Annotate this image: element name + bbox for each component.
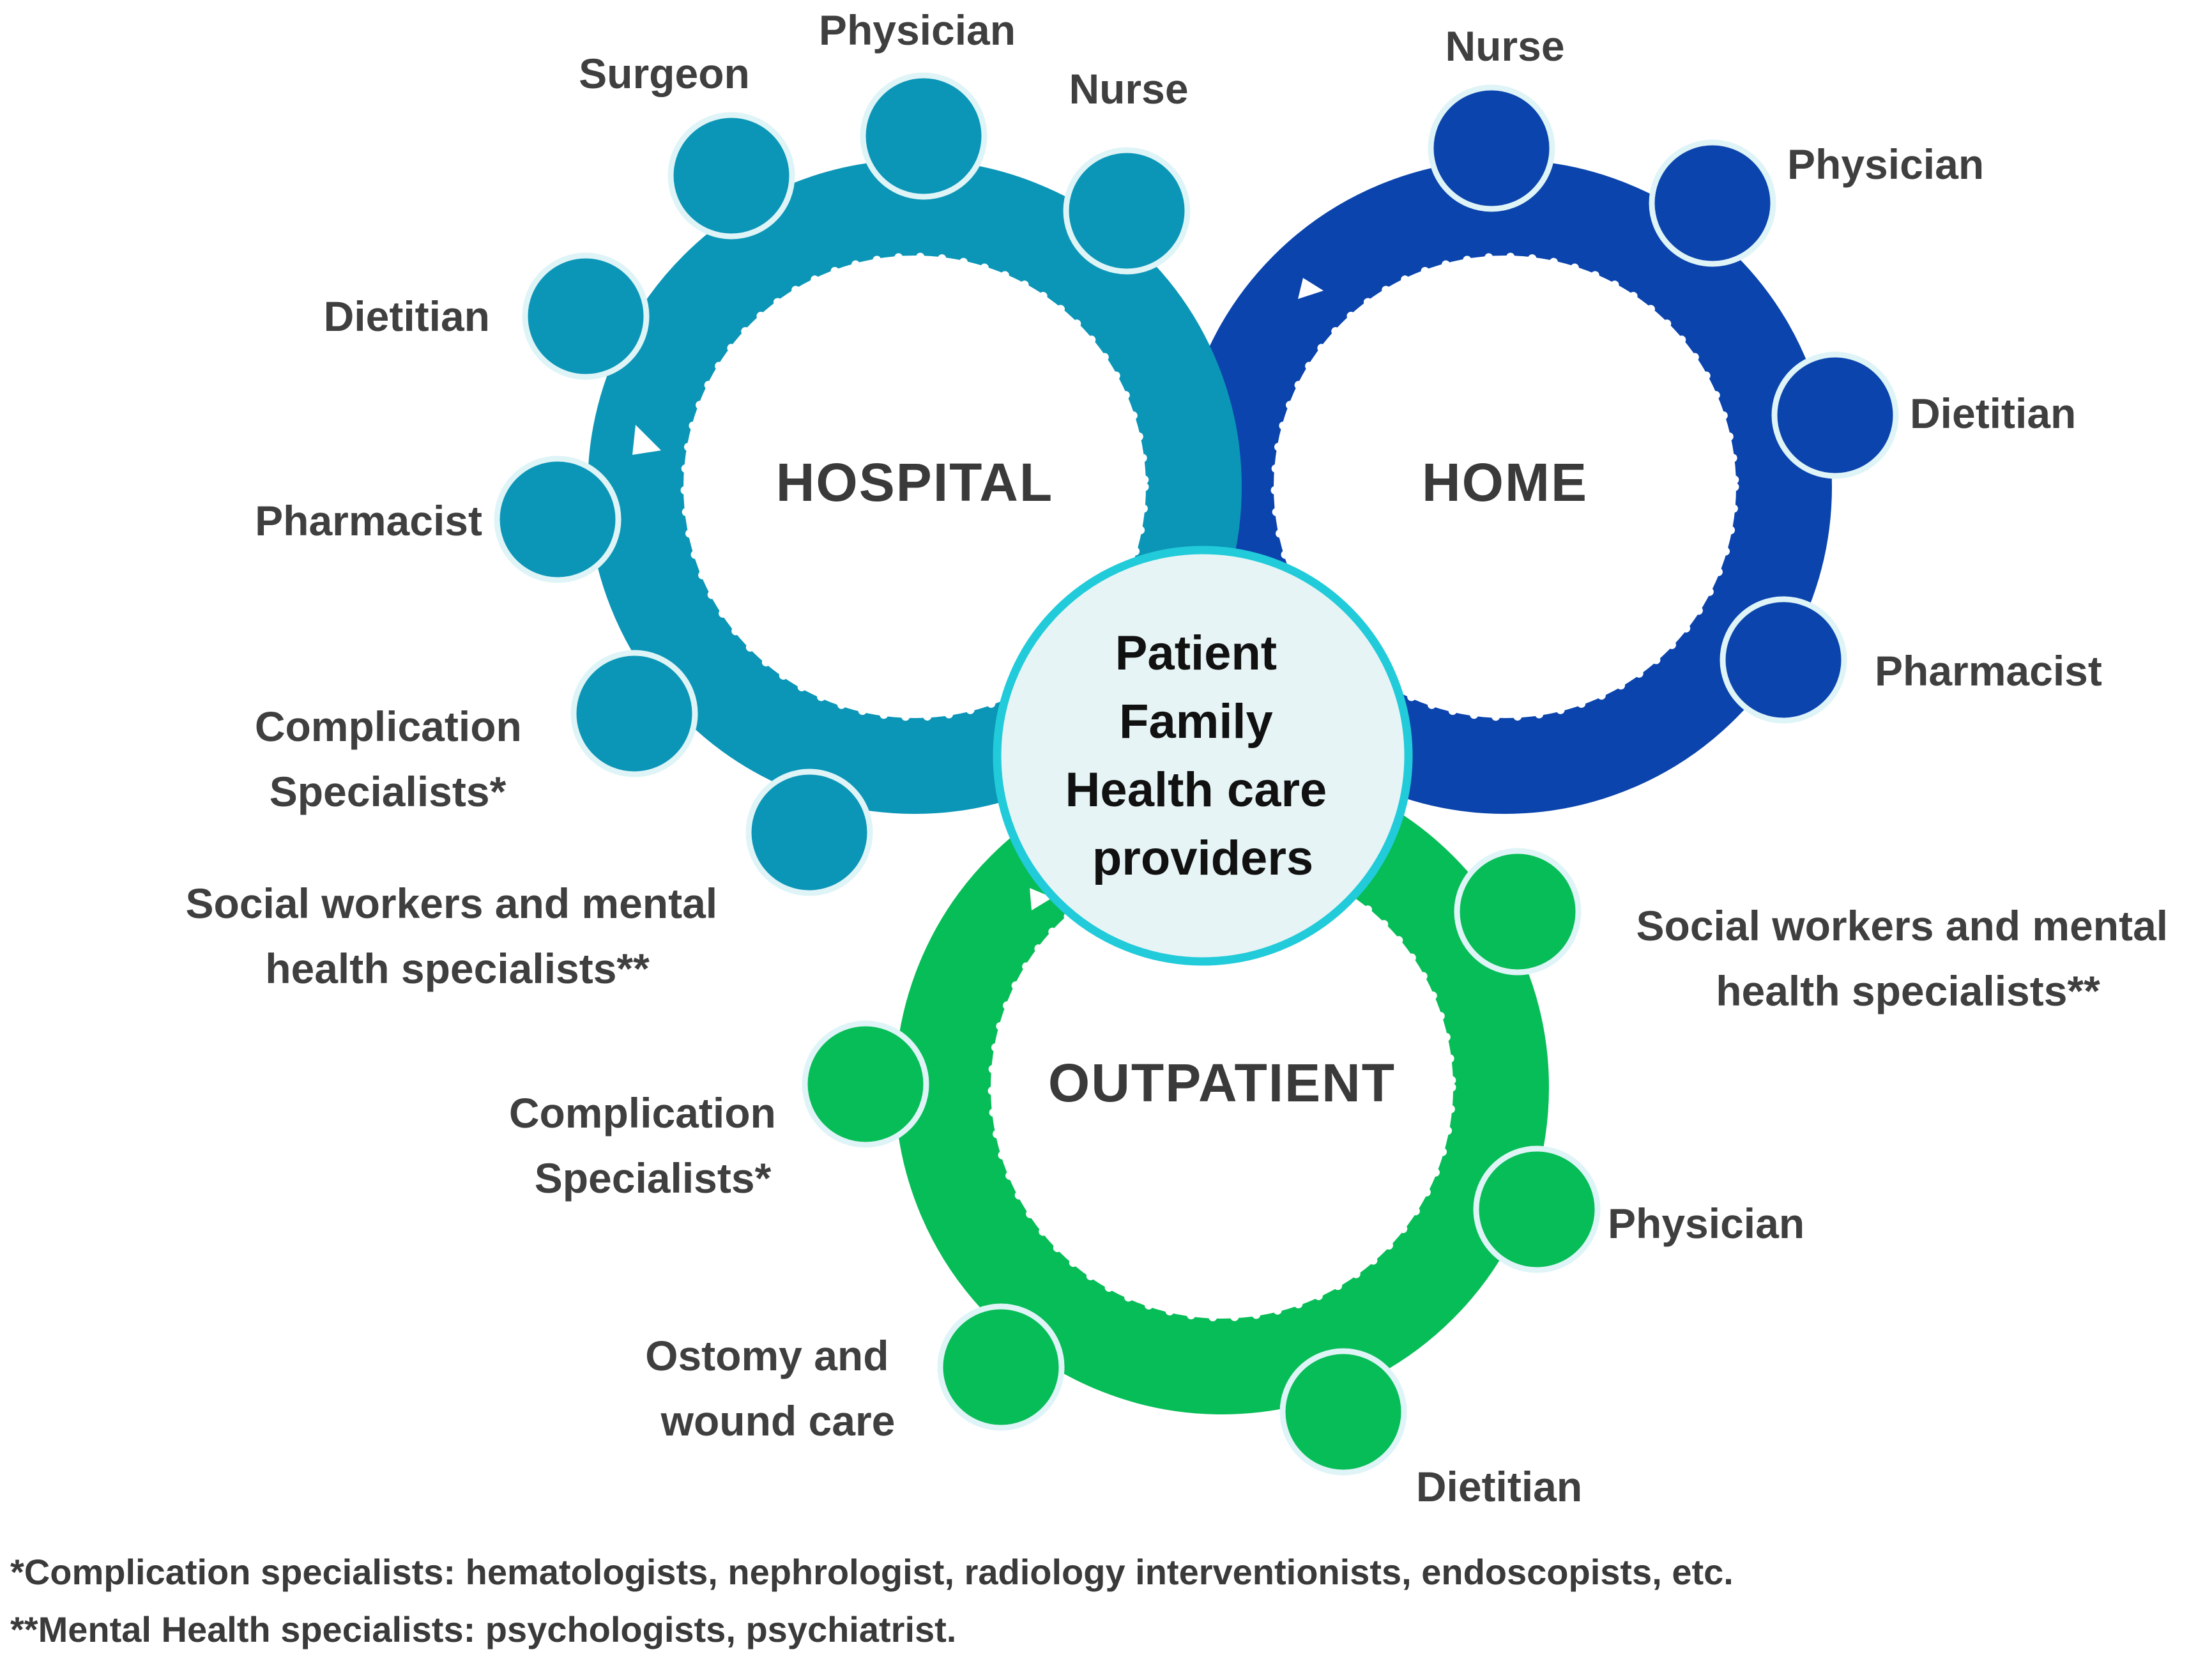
hospital-node-complication-specialists-circle: [570, 650, 698, 777]
hospital-node-physician-label: Physician: [819, 6, 1016, 54]
outpatient-node-social-workers: Social workers and mental health special…: [1454, 848, 2180, 1014]
outpatient-node-ostomy-wound-care-circle: [937, 1303, 1065, 1431]
hospital-node-surgeon-label: Surgeon: [579, 50, 750, 97]
hospital-node-social-workers-circle: [745, 769, 873, 896]
home-node-nurse: Nurse: [1428, 22, 1565, 212]
center-hub: Patient Family Health care providers: [993, 546, 1413, 966]
home-node-nurse-label: Nurse: [1445, 22, 1564, 70]
outpatient-node-physician-label: Physician: [1608, 1200, 1804, 1247]
outpatient-node-complication-specialists: Complication Specialists*: [509, 1020, 929, 1202]
hospital-node-surgeon-circle: [667, 112, 795, 240]
hospital-ring: HOSPITAL Surgeon Physician Nurse Dietiti…: [186, 6, 1242, 992]
hospital-node-physician-circle: [860, 72, 988, 200]
home-node-physician-circle: [1649, 139, 1776, 267]
hospital-node-pharmacist: Pharmacist: [255, 455, 622, 583]
hospital-node-surgeon: Surgeon: [579, 50, 795, 240]
home-ring-dots: [1270, 252, 1739, 721]
center-hub-label: Patient Family Health care providers: [1065, 626, 1341, 885]
hospital-flow-arrow: [632, 425, 661, 455]
home-node-nurse-circle: [1428, 84, 1555, 212]
hospital-node-social-workers-label: Social workers and mental health special…: [186, 880, 729, 992]
home-node-dietitian: Dietitian: [1771, 351, 2076, 479]
home-node-physician-label: Physician: [1787, 141, 1984, 188]
hospital-node-complication-specialists-label: Complication Specialists*: [255, 703, 533, 815]
home-node-pharmacist: Pharmacist: [1720, 596, 2102, 724]
hospital-node-nurse-label: Nurse: [1069, 65, 1188, 112]
footnote-complication-specialists: *Complication specialists: hematologists…: [10, 1552, 1734, 1592]
hospital-node-nurse: Nurse: [1063, 65, 1191, 275]
home-node-dietitian-circle: [1771, 351, 1899, 479]
home-flow-arrow: [1298, 278, 1323, 299]
outpatient-node-ostomy-wound-care-label: Ostomy and wound care: [645, 1332, 901, 1444]
outpatient-node-complication-specialists-circle: [802, 1020, 929, 1148]
outpatient-node-dietitian-circle: [1279, 1348, 1407, 1476]
outpatient-ring-dots: [988, 853, 1456, 1322]
outpatient-flow-arrow: [1030, 888, 1053, 910]
outpatient-node-physician: Physician: [1473, 1145, 1804, 1273]
hospital-node-nurse-circle: [1063, 147, 1191, 275]
home-node-pharmacist-label: Pharmacist: [1875, 647, 2102, 694]
hospital-node-pharmacist-circle: [494, 455, 622, 583]
outpatient-node-social-workers-label: Social workers and mental health special…: [1636, 902, 2180, 1014]
home-ring-title: HOME: [1422, 452, 1588, 512]
outpatient-node-ostomy-wound-care: Ostomy and wound care: [645, 1303, 1065, 1444]
outpatient-node-dietitian: Dietitian: [1279, 1348, 1582, 1510]
outpatient-node-complication-specialists-label: Complication Specialists*: [509, 1089, 788, 1202]
outpatient-ring-title: OUTPATIENT: [1048, 1053, 1396, 1113]
hospital-node-dietitian-circle: [522, 252, 650, 380]
home-node-pharmacist-circle: [1720, 596, 1847, 724]
center-hub-circle: [993, 546, 1413, 966]
hospital-ring-dots: [680, 252, 1149, 721]
hospital-ring-title: HOSPITAL: [776, 452, 1053, 512]
hospital-node-social-workers: Social workers and mental health special…: [186, 769, 873, 992]
home-node-dietitian-label: Dietitian: [1910, 390, 2076, 437]
hospital-node-pharmacist-label: Pharmacist: [255, 497, 482, 544]
outpatient-node-dietitian-label: Dietitian: [1416, 1463, 1582, 1510]
home-node-physician: Physician: [1649, 139, 1984, 267]
hospital-ring-band: [588, 160, 1242, 814]
footnotes: *Complication specialists: hematologists…: [10, 1552, 1734, 1650]
footnote-mental-health-specialists: **Mental Health specialists: psychologis…: [10, 1609, 956, 1650]
outpatient-node-social-workers-circle: [1454, 848, 1582, 976]
hospital-node-physician: Physician: [819, 6, 1016, 200]
hospital-node-dietitian: Dietitian: [324, 252, 650, 380]
hospital-node-complication-specialists: Complication Specialists*: [255, 650, 698, 815]
outpatient-node-physician-circle: [1473, 1145, 1601, 1273]
hospital-node-dietitian-label: Dietitian: [324, 293, 490, 340]
outpatient-ring: OUTPATIENT Social workers and mental hea…: [509, 760, 2180, 1510]
home-ring: HOME Nurse Physician Dietitian Pharmacis…: [1178, 22, 2102, 814]
